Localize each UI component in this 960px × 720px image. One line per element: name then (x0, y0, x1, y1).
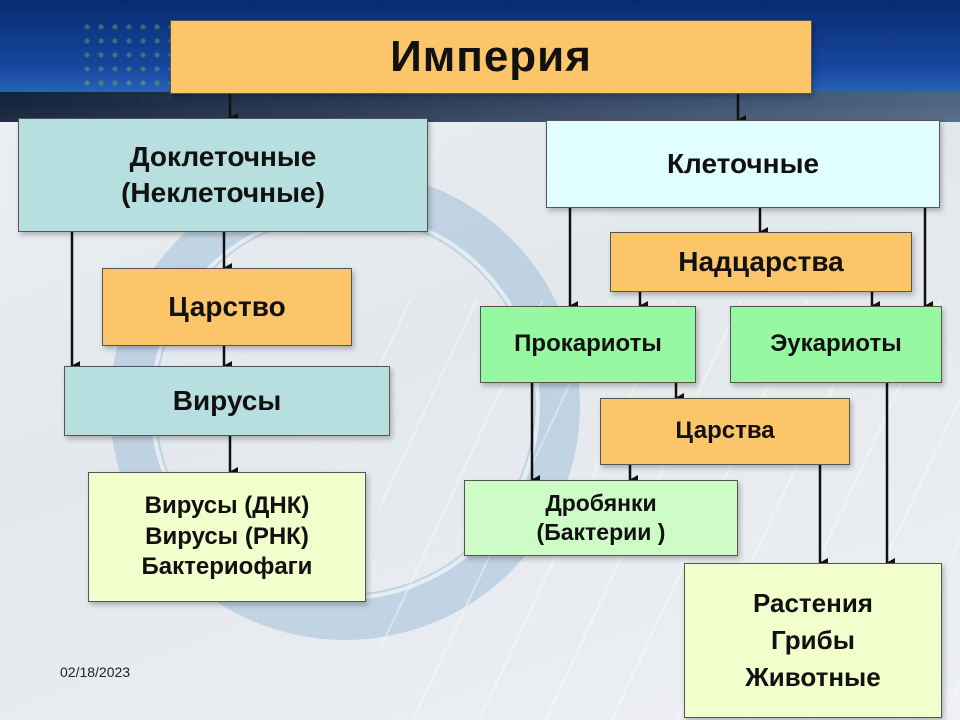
virus-dna-label: Вирусы (ДНК) (144, 491, 310, 519)
banner-band (0, 92, 960, 122)
slide-date: 02/18/2023 (60, 664, 131, 680)
bacteriophages-label: Бактериофаги (141, 553, 313, 581)
kingdoms-box: Царства (600, 398, 850, 465)
prokaryotes-label: Прокариоты (514, 330, 662, 358)
viruses-box: Вирусы (64, 366, 390, 436)
cellular-box: Клеточные (546, 120, 940, 208)
virus-rna-label: Вирусы (РНК) (145, 522, 309, 550)
virus-types-box: Вирусы (ДНК) Вирусы (РНК) Бактериофаги (88, 472, 366, 602)
kingdoms-label: Царства (675, 417, 775, 445)
kingdom-box: Царство (102, 268, 352, 346)
superkingdoms-label: Надцарства (678, 246, 844, 278)
eukaryotes-box: Эукариоты (730, 306, 942, 383)
eukaryotes-label: Эукариоты (770, 330, 902, 358)
superkingdoms-box: Надцарства (610, 232, 912, 292)
empire-label: Империя (390, 31, 592, 81)
precellular-label: Доклеточные (129, 141, 317, 173)
drobyanki-box: Дробянки (Бактерии ) (464, 480, 738, 556)
plants-label: Растения (753, 588, 873, 619)
empire-box: Империя (170, 20, 812, 94)
animals-label: Животные (745, 661, 881, 692)
cellular-label: Клеточные (666, 148, 820, 180)
viruses-label: Вирусы (172, 385, 282, 417)
drobyanki-label: Дробянки (545, 489, 657, 516)
bacteria-label: (Бактерии ) (536, 519, 666, 545)
kingdom-label: Царство (168, 291, 286, 323)
precellular-box: Доклеточные (Неклеточные) (18, 118, 428, 232)
fungi-label: Грибы (771, 625, 855, 656)
noncellular-label: (Неклеточные) (121, 177, 325, 208)
prokaryotes-box: Прокариоты (480, 306, 696, 383)
eukaryote-kingdoms-box: Растения Грибы Животные (684, 563, 942, 718)
